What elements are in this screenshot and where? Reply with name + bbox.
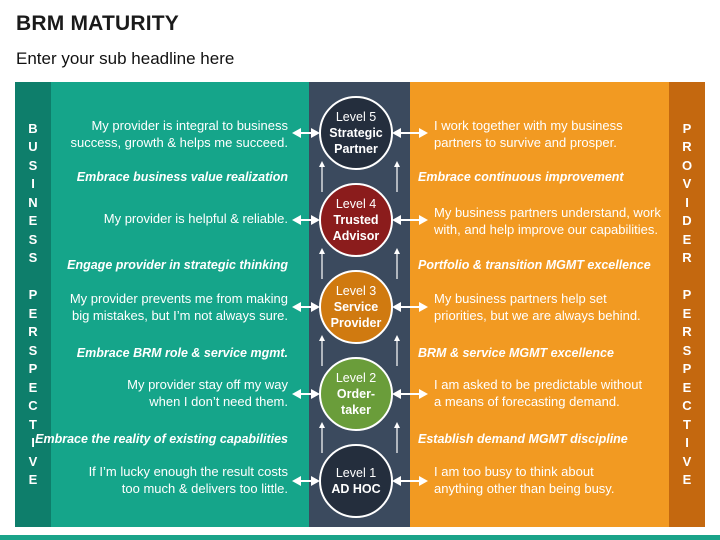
page-subtitle: Enter your sub headline here (16, 49, 235, 68)
transition-4-5-provider: Embrace continuous improvement (418, 170, 624, 184)
provider-perspective-letter: D (682, 213, 692, 228)
transition-1-2-business: Embrace the reality of existing capabili… (35, 432, 288, 446)
transition-3-4-business: Engage provider in strategic thinking (67, 258, 288, 272)
business-perspective-letter: R (28, 324, 38, 339)
provider-perspective-letter: O (681, 157, 693, 173)
left-arrow-head (292, 476, 301, 486)
transition-3-4-provider: Portfolio & transition MGMT excellence (418, 258, 651, 272)
business-perspective-letter: P (28, 287, 38, 302)
provider-perspective-letter: C (682, 398, 692, 413)
right-arrow-head (419, 302, 428, 312)
right-arrow-head (392, 389, 401, 399)
provider-panel (410, 82, 669, 527)
transition-1-2-provider: Establish demand MGMT discipline (418, 432, 628, 446)
transition-2-3-business: Embrace BRM role & service mgmt. (76, 346, 288, 360)
business-perspective-letter: V (28, 453, 38, 469)
business-perspective-letter: C (28, 398, 38, 413)
left-arrow-head (292, 389, 301, 399)
provider-perspective-letter: P (682, 361, 692, 376)
level-2-circle: Level 2 Order- taker (319, 357, 393, 431)
provider-perspective-letter: E (682, 379, 692, 395)
business-perspective-letter: E (28, 213, 38, 228)
business-perspective-letter: U (28, 139, 38, 154)
provider-perspective-letter: R (682, 324, 692, 339)
level-1-circle: Level 1 AD HOC (319, 444, 393, 518)
provider-perspective-letter: R (682, 139, 692, 154)
business-perspective-strip (15, 82, 51, 527)
right-arrow-head (392, 476, 401, 486)
level-5-circle: Level 5 Strategic Partner (319, 96, 393, 170)
business-panel (51, 82, 309, 527)
provider-perspective-letter: T (683, 416, 691, 432)
provider-perspective-letter: V (682, 453, 692, 469)
provider-perspective-letter: V (682, 176, 692, 191)
right-arrow-head (392, 128, 401, 138)
bottom-accent-bar (0, 535, 720, 540)
provider-perspective-letter: P (682, 287, 692, 302)
left-arrow-head (311, 302, 320, 312)
provider-perspective-strip (669, 82, 705, 527)
business-perspective-letter: N (28, 194, 38, 210)
business-perspective-letter: I (31, 435, 35, 450)
up-arrow-head (319, 422, 325, 428)
left-arrow-head (292, 302, 301, 312)
level-4-business-text: My provider is helpful & reliable. (103, 211, 288, 226)
left-arrow-head (311, 389, 320, 399)
provider-perspective-letter: E (682, 305, 692, 321)
level-3-circle: Level 3 Service Provider (319, 270, 393, 344)
transition-4-5-business: Embrace business value realization (76, 170, 288, 184)
right-arrow-head (419, 128, 428, 138)
right-arrow-head (419, 476, 428, 486)
left-arrow-head (311, 128, 320, 138)
right-arrow-head (392, 302, 401, 312)
business-perspective-letter: E (28, 472, 38, 487)
left-arrow-head (292, 128, 301, 138)
business-perspective-letter: E (28, 305, 38, 321)
up-arrow-head (394, 248, 400, 254)
right-arrow-head (419, 389, 428, 399)
business-perspective-letter: B (28, 120, 38, 136)
up-arrow-head (319, 248, 325, 254)
business-perspective-letter: I (31, 176, 35, 191)
right-arrow-head (392, 215, 401, 225)
transition-2-3-provider: BRM & service MGMT excellence (418, 346, 614, 360)
business-perspective-letter: S (28, 231, 38, 247)
provider-perspective-letter: P (682, 120, 692, 136)
business-perspective-letter: E (28, 379, 38, 395)
level-4-circle: Level 4 Trusted Advisor (319, 183, 393, 257)
business-perspective-letter: S (28, 157, 38, 173)
provider-perspective-letter: E (682, 472, 692, 487)
up-arrow-head (394, 335, 400, 341)
provider-perspective-letter: E (682, 231, 692, 247)
provider-perspective-letter: S (682, 342, 692, 358)
right-arrow-head (419, 215, 428, 225)
up-arrow-head (394, 422, 400, 428)
business-perspective-letter: S (28, 250, 38, 265)
page-title: BRM MATURITY (16, 12, 179, 35)
up-arrow-head (319, 161, 325, 167)
provider-perspective-letter: I (685, 435, 689, 450)
up-arrow-head (319, 335, 325, 341)
left-arrow-head (292, 215, 301, 225)
business-perspective-letter: T (29, 416, 37, 432)
business-perspective-letter: P (28, 361, 38, 376)
provider-perspective-letter: R (682, 250, 692, 265)
up-arrow-head (394, 161, 400, 167)
provider-perspective-letter: I (685, 194, 689, 210)
left-arrow-head (311, 215, 320, 225)
business-perspective-letter: S (28, 342, 38, 358)
left-arrow-head (311, 476, 320, 486)
